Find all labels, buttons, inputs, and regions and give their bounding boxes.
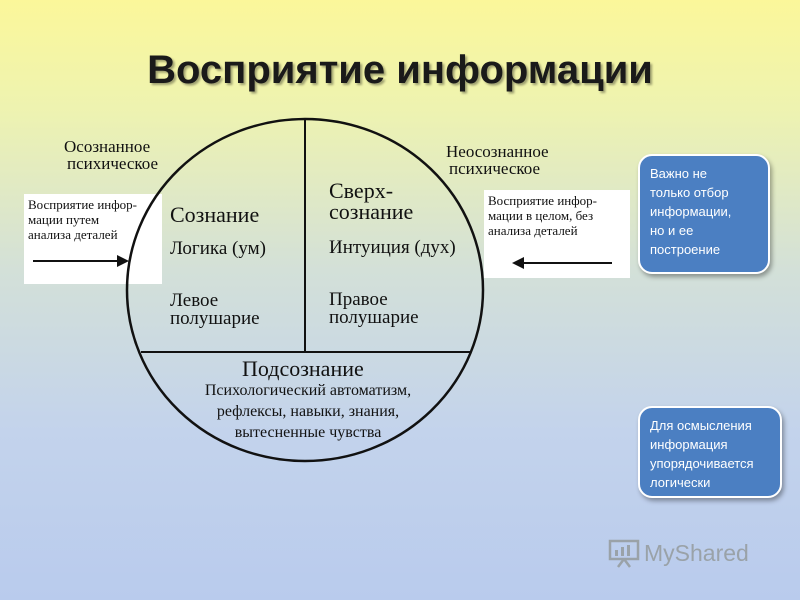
note-construction-line1: Важно не <box>650 166 708 181</box>
subconscious-description: Психологический автоматизм, рефлексы, на… <box>185 380 431 443</box>
subconscious-line1: Психологический автоматизм, <box>204 382 412 399</box>
arrow-left-icon <box>512 257 612 269</box>
watermark-text: MyShared <box>644 539 749 566</box>
intuition-label: Интуиция (дух) <box>329 237 456 258</box>
superconsciousness-line2: сознание <box>329 199 414 224</box>
page-title: Восприятие информации <box>147 48 653 92</box>
right-hemisphere-label: Правое полушарие <box>329 289 419 328</box>
note-logical-line2: информация <box>650 437 728 452</box>
unconscious-heading-line2: психическое <box>449 159 541 178</box>
arrow-right-icon <box>33 255 129 267</box>
subconscious-label: Подсознание <box>242 356 364 381</box>
myshared-logo: MyShared <box>608 538 749 568</box>
left-hemisphere-line2: полушарие <box>170 308 260 329</box>
note-construction-line5: построение <box>650 242 721 257</box>
unconscious-box-line2: мации в целом, без <box>488 208 594 223</box>
unconscious-box-line3: анализа деталей <box>488 223 578 238</box>
right-hemisphere-line1: Правое <box>329 289 388 310</box>
unconscious-box-line1: Восприятие инфор- <box>488 193 597 208</box>
subconscious-line2: рефлексы, навыки, знания, <box>216 403 400 420</box>
superconsciousness-label: Сверх- сознание <box>329 178 414 224</box>
presentation-board-icon <box>608 539 640 568</box>
unconscious-heading-line1: Неосознанное <box>446 142 549 161</box>
note-construction-line3: информации, <box>650 204 732 219</box>
note-construction: Важно не только отбор информации, но и е… <box>638 154 770 274</box>
unconscious-heading: Неосознанное психическое <box>446 143 549 177</box>
left-hemisphere-line1: Левое <box>170 290 219 311</box>
subconscious-line3: вытесненные чувства <box>234 424 382 441</box>
note-logical-line1: Для осмысления <box>650 418 752 433</box>
right-hemisphere-line2: полушарие <box>329 307 419 328</box>
conscious-heading-line1: Осознанное <box>64 137 151 156</box>
note-construction-line2: только отбор <box>650 185 729 200</box>
conscious-heading-line2: психическое <box>67 154 159 173</box>
consciousness-label: Сознание <box>170 202 260 227</box>
note-construction-line4: но и ее <box>650 223 694 238</box>
conscious-box-line1: Восприятие инфор- <box>28 197 137 212</box>
conscious-box-line3: анализа деталей <box>28 227 118 242</box>
note-logical-line4: логически <box>650 475 711 490</box>
left-hemisphere-label: Левое полушарие <box>170 290 260 329</box>
note-logical-order: Для осмысления информация упорядочиваетс… <box>638 406 782 498</box>
logic-label: Логика (ум) <box>170 238 266 259</box>
superconsciousness-line1: Сверх- <box>329 178 394 203</box>
note-logical-line3: упорядочивается <box>650 456 754 471</box>
conscious-perception-box: Восприятие инфор- мации путем анализа де… <box>24 194 162 284</box>
conscious-box-line2: мации путем <box>28 212 100 227</box>
conscious-heading: Осознанное психическое <box>64 138 158 172</box>
